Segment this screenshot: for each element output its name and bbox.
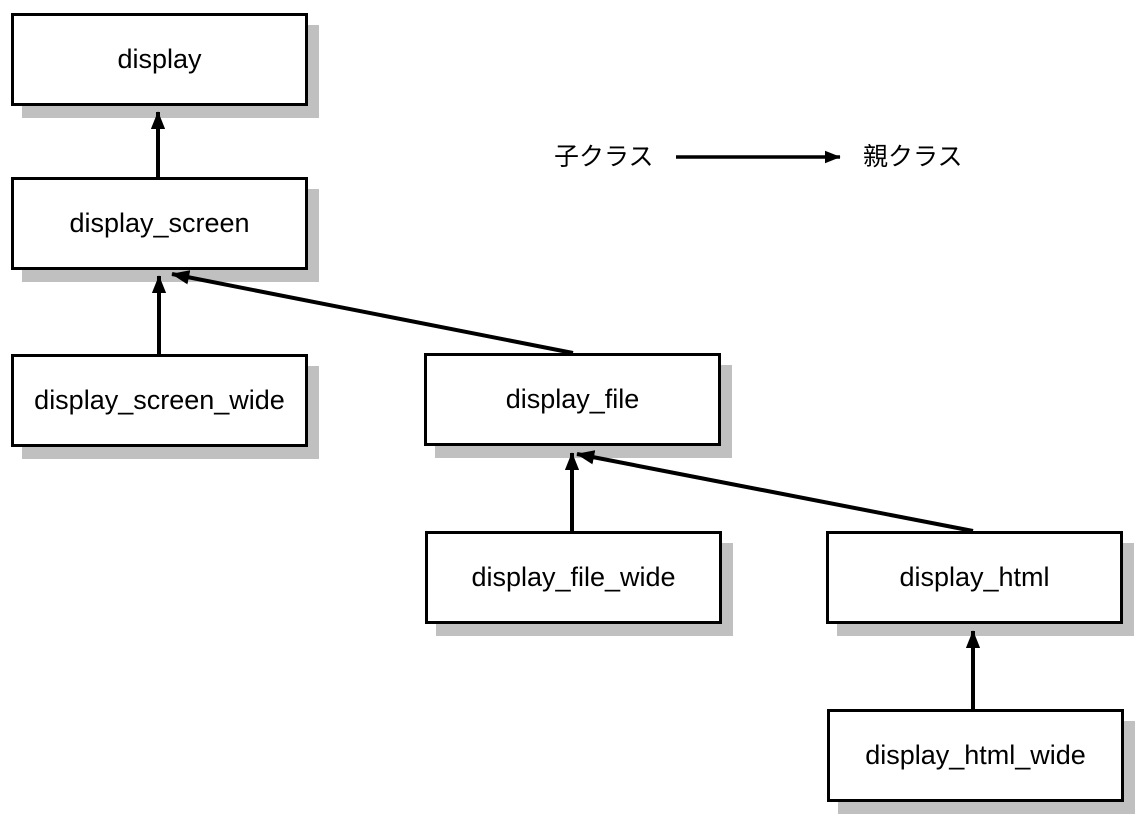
node-display: display [11,13,308,106]
node-display-html-wide: display_html_wide [827,709,1124,802]
arrow-display-html-to-display-file [576,450,974,533]
node-display-file-wide: display_file_wide [425,531,722,624]
node-display-html-wide-label: display_html_wide [865,740,1086,770]
node-display-file-wide-label: display_file_wide [471,562,676,592]
arrow-display-file-to-display-screen [171,270,574,355]
node-display-screen-label: display_screen [69,208,250,238]
node-display-html: display_html [826,531,1123,624]
legend-child-class-label: 子クラス [554,143,654,171]
node-display-file: display_file [424,353,721,446]
node-display-file-label: display_file [505,384,640,414]
node-display-label: display [117,44,202,74]
legend-parent-class-label: 親クラス [863,143,963,171]
node-display-screen-wide: display_screen_wide [11,354,308,447]
node-display-screen: display_screen [11,177,308,270]
node-display-html-label: display_html [899,562,1050,592]
node-display-screen-wide-label: display_screen_wide [34,385,285,415]
